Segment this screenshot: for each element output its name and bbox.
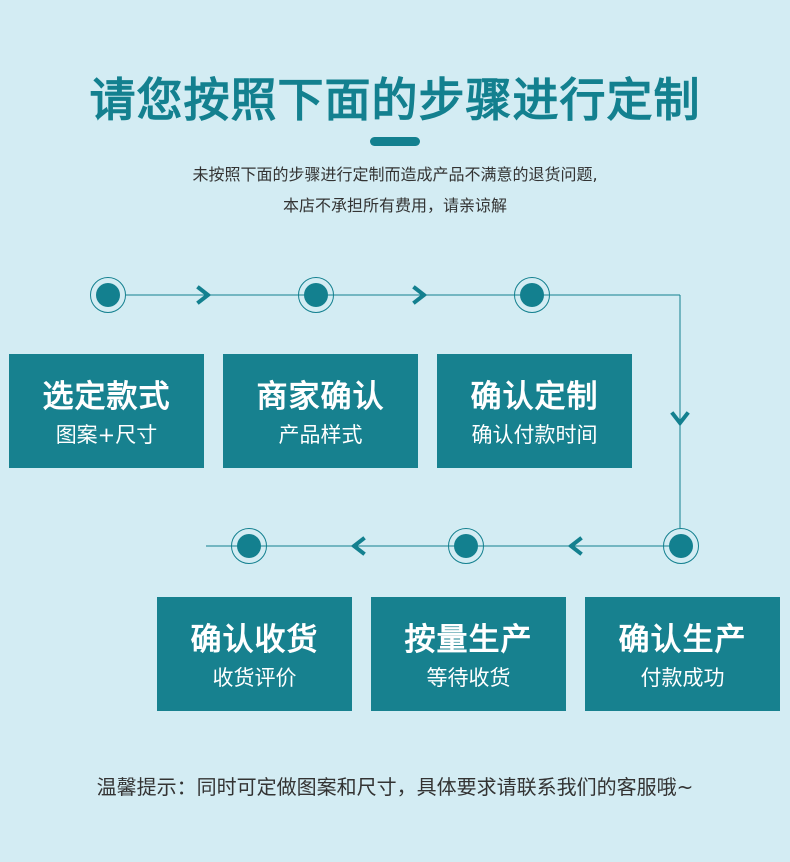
node-dot (669, 534, 693, 558)
step-subtitle: 确认付款时间 (471, 423, 598, 447)
step-box-confirm-production: 确认生产 付款成功 (585, 597, 780, 711)
step-title: 选定款式 (42, 379, 171, 415)
subtitle-line-2: 本店不承担所有费用，请亲谅解 (282, 196, 507, 215)
step-box-select-style: 选定款式 图案+尺寸 (9, 354, 204, 468)
step-box-confirm-receipt: 确认收货 收货评价 (157, 597, 352, 711)
step-subtitle: 图案+尺寸 (55, 423, 158, 447)
step-node-3 (514, 277, 550, 313)
step-box-merchant-confirm: 商家确认 产品样式 (223, 354, 418, 468)
chevron-down-icon (670, 411, 690, 427)
subtitle-line-1: 未按照下面的步骤进行定制而造成产品不满意的退货问题, (192, 165, 598, 184)
step-node-1 (90, 277, 126, 313)
page-title: 请您按照下面的步骤进行定制 (89, 73, 701, 127)
step-title: 确认定制 (470, 379, 599, 415)
node-dot (520, 283, 544, 307)
step-subtitle: 产品样式 (278, 423, 363, 447)
step-subtitle: 收货评价 (212, 666, 297, 690)
step-node-6 (231, 528, 267, 564)
step-node-4 (663, 528, 699, 564)
warm-tip: 温馨提示：同时可定做图案和尺寸，具体要求请联系我们的客服哦~ (96, 775, 694, 799)
step-node-2 (298, 277, 334, 313)
node-dot (237, 534, 261, 558)
step-title: 按量生产 (404, 622, 533, 658)
chevron-right-icon (196, 285, 212, 305)
step-box-confirm-custom: 确认定制 确认付款时间 (437, 354, 632, 468)
step-title: 确认收货 (190, 622, 319, 658)
chevron-left-icon (567, 536, 583, 556)
title-underline (370, 137, 420, 146)
node-dot (454, 534, 478, 558)
node-dot (96, 283, 120, 307)
chevron-left-icon (350, 536, 366, 556)
step-node-5 (448, 528, 484, 564)
step-title: 确认生产 (618, 622, 747, 658)
step-box-batch-production: 按量生产 等待收货 (371, 597, 566, 711)
step-subtitle: 等待收货 (426, 666, 511, 690)
step-title: 商家确认 (256, 379, 385, 415)
node-dot (304, 283, 328, 307)
step-subtitle: 付款成功 (640, 666, 725, 690)
chevron-right-icon (412, 285, 428, 305)
